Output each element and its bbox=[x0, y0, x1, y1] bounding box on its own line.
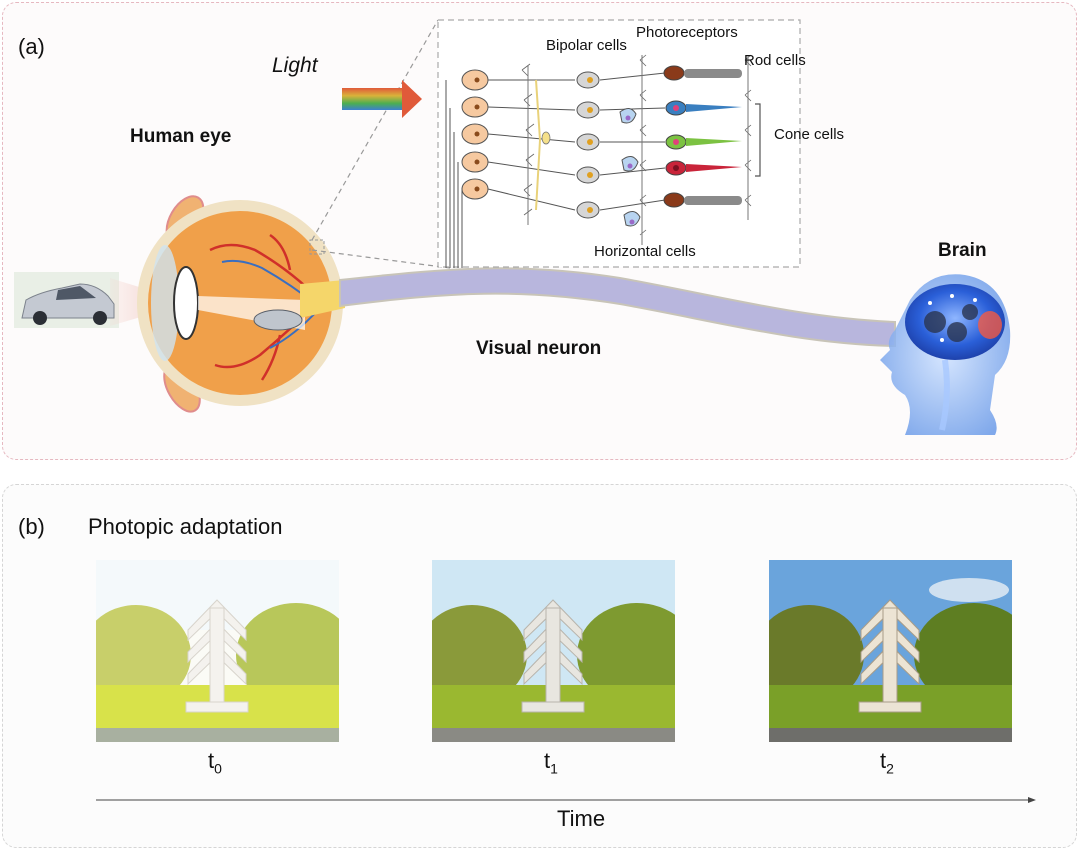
visual-neuron-band bbox=[339, 267, 896, 348]
brain-label: Brain bbox=[938, 240, 987, 261]
photo-t1 bbox=[432, 560, 675, 742]
time-label-t1: t1 bbox=[544, 748, 558, 777]
panel-a-label: (a) bbox=[18, 34, 45, 59]
time-label-t2: t2 bbox=[880, 748, 894, 777]
bipolar-cells-label: Bipolar cells bbox=[546, 37, 627, 54]
time-axis-label: Time bbox=[557, 806, 606, 831]
panel-b-title: Photopic adaptation bbox=[88, 514, 283, 539]
cone-cells-label: Cone cells bbox=[774, 126, 845, 143]
human-eye-label: Human eye bbox=[130, 126, 232, 147]
time-label-t0: t0 bbox=[208, 748, 222, 777]
retina-inset bbox=[437, 19, 801, 268]
panel-a-illustration bbox=[14, 19, 1011, 435]
light-arrow bbox=[342, 80, 422, 118]
visual-neuron-label: Visual neuron bbox=[476, 338, 602, 359]
panel-b-label: (b) bbox=[18, 514, 45, 539]
horizontal-cells-label: Horizontal cells bbox=[594, 243, 696, 260]
light-label: Light bbox=[272, 54, 318, 77]
brain-head-illustration bbox=[880, 274, 1011, 435]
rod-cells-label: Rod cells bbox=[744, 52, 806, 69]
eye-illustration bbox=[137, 195, 345, 413]
car-image bbox=[14, 272, 165, 328]
photo-t0 bbox=[96, 560, 339, 742]
photoreceptors-label: Photoreceptors bbox=[636, 24, 738, 41]
photo-t2 bbox=[769, 560, 1012, 742]
